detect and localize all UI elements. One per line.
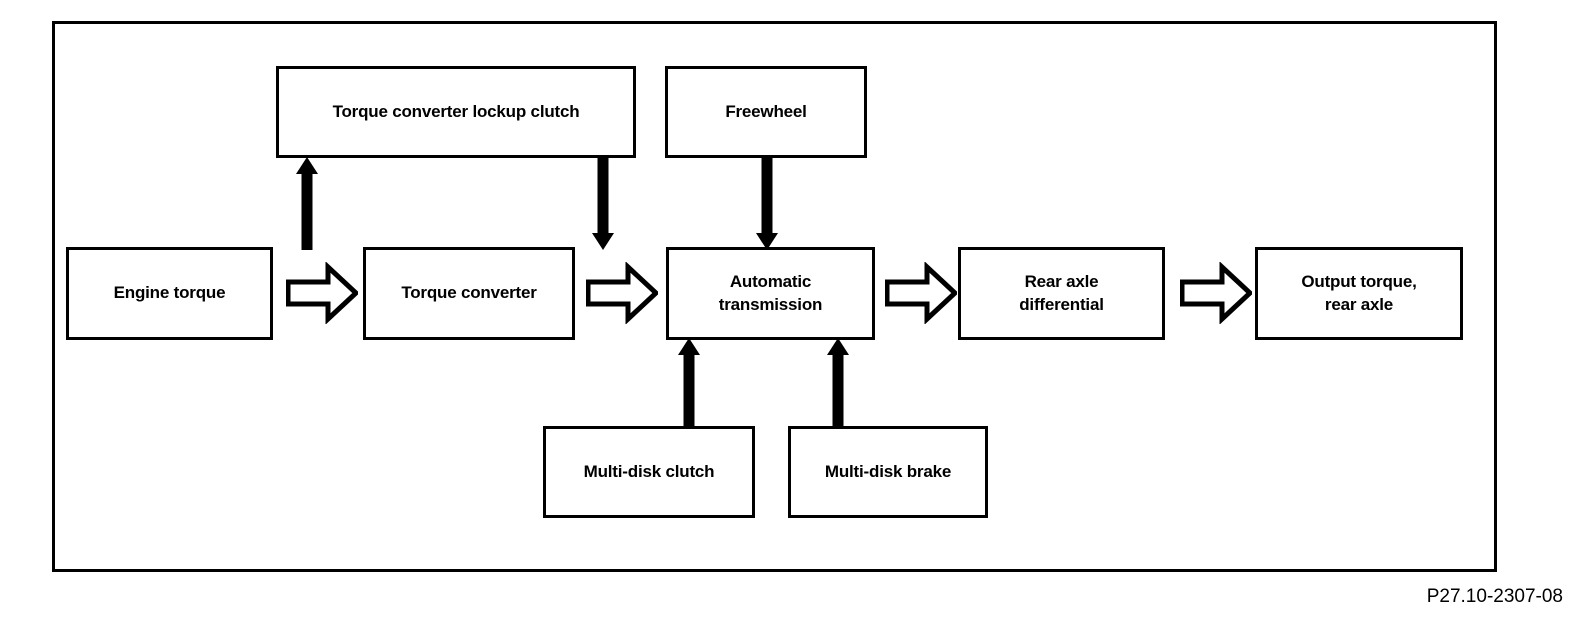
node-rear-axle-differential[interactable]: Rear axle differential [958, 247, 1165, 340]
arrow-multi-disk-clutch-to-automatic-transmission [678, 338, 700, 428]
arrow-freewheel-to-automatic-transmission [756, 157, 778, 250]
node-label: Output torque, rear axle [1301, 271, 1417, 314]
arrow-engine-torque-to-torque-converter [286, 262, 358, 324]
arrow-rear-axle-differential-to-output-torque [1180, 262, 1252, 324]
node-output-torque-rear-axle[interactable]: Output torque, rear axle [1255, 247, 1463, 340]
node-label: Torque converter [401, 283, 537, 303]
node-label: Multi-disk clutch [583, 461, 715, 481]
node-multi-disk-brake[interactable]: Multi-disk brake [788, 426, 988, 518]
node-label: Automatic transmission [718, 271, 823, 314]
node-label: Multi-disk brake [824, 461, 952, 481]
arrow-stem [301, 169, 313, 250]
node-torque-converter[interactable]: Torque converter [363, 247, 575, 340]
arrow-lockup-clutch-to-automatic-transmission [592, 157, 614, 250]
arrowhead-down-icon [756, 233, 778, 250]
arrow-stem [832, 350, 844, 428]
arrow-stem [761, 157, 773, 238]
node-label: Freewheel [725, 101, 807, 121]
node-multi-disk-clutch[interactable]: Multi-disk clutch [543, 426, 755, 518]
node-label: Torque converter lockup clutch [332, 101, 580, 121]
node-freewheel[interactable]: Freewheel [665, 66, 867, 158]
arrow-multi-disk-brake-to-automatic-transmission [827, 338, 849, 428]
node-label: Engine torque [113, 283, 226, 303]
node-torque-converter-lockup-clutch[interactable]: Torque converter lockup clutch [276, 66, 636, 158]
diagram-reference-code: P27.10-2307-08 [1426, 586, 1563, 607]
node-label: Rear axle differential [1019, 271, 1104, 314]
arrow-torque-converter-to-automatic-transmission [586, 262, 658, 324]
arrow-automatic-transmission-to-rear-axle-differential [885, 262, 957, 324]
arrow-stem [597, 157, 609, 238]
arrow-stem [683, 350, 695, 428]
node-automatic-transmission[interactable]: Automatic transmission [666, 247, 875, 340]
arrow-torque-converter-to-lockup-clutch [296, 157, 318, 250]
node-engine-torque[interactable]: Engine torque [66, 247, 273, 340]
arrowhead-down-icon [592, 233, 614, 250]
